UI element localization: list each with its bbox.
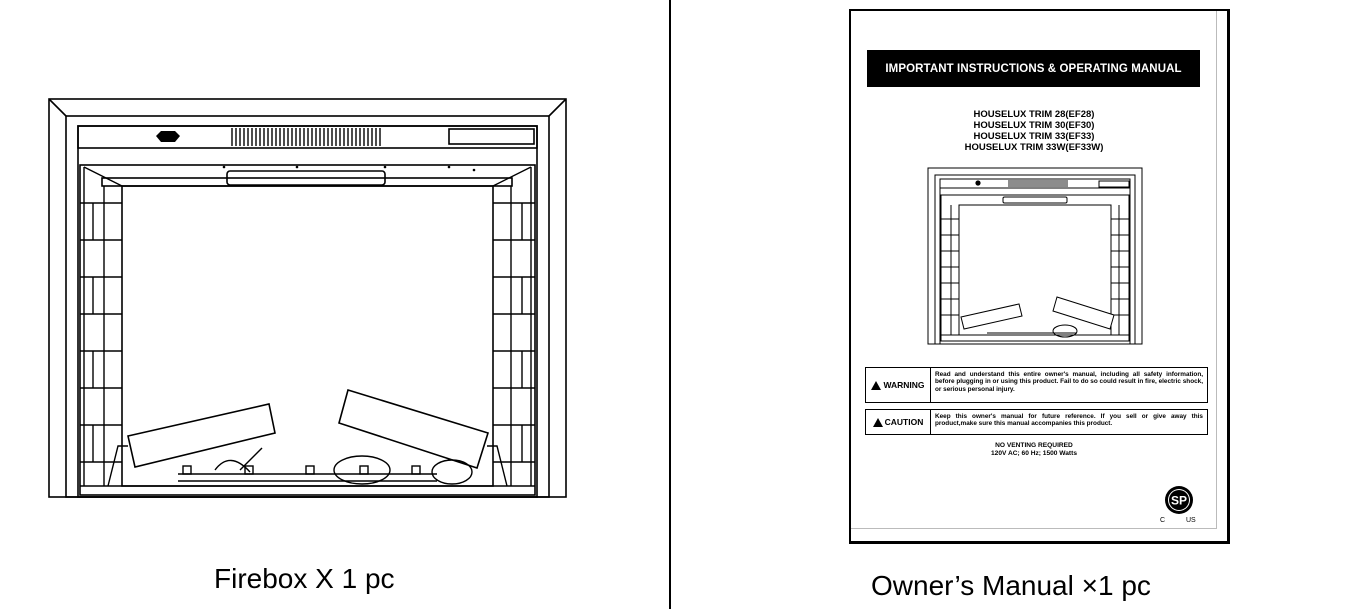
caution-triangle-icon (872, 417, 883, 427)
warning-text: Read and understand this entire owner's … (935, 371, 1203, 393)
model-line: HOUSELUX TRIM 33W(EF33W) (964, 142, 1104, 153)
csa-c-label: C (1160, 517, 1165, 524)
warning-label: WARNING (883, 380, 925, 390)
warning-box: WARNING Read and understand this entire … (865, 367, 1208, 403)
panel-divider (669, 0, 671, 609)
venting-line: NO VENTING REQUIRED (995, 442, 1073, 449)
csa-us-label: US (1186, 517, 1196, 524)
model-line: HOUSELUX TRIM 30(EF30) (973, 120, 1095, 131)
manual-page-shadow (851, 11, 1217, 529)
model-line: HOUSELUX TRIM 33(EF33) (973, 131, 1095, 142)
warning-tag: WARNING (866, 368, 931, 402)
firebox-caption: Firebox X 1 pc (214, 563, 395, 594)
manual-panel: IMPORTANT INSTRUCTIONS & OPERATING MANUA… (671, 0, 1357, 609)
csa-letters: SP (1171, 494, 1187, 508)
caution-text: Keep this owner's manual for future refe… (935, 413, 1203, 428)
caution-label: CAUTION (884, 417, 924, 427)
csa-cert-mark-icon: SP C US (1160, 486, 1196, 524)
manual-fireplace-drawing (927, 167, 1143, 345)
caution-tag: CAUTION (866, 410, 931, 434)
manual-model-list: HOUSELUX TRIM 28(EF28) HOUSELUX TRIM 30(… (851, 109, 1217, 153)
manual-caption: Owner’s Manual ×1 pc (871, 570, 1151, 601)
power-line: 120V AC; 60 Hz; 1500 Watts (991, 450, 1077, 457)
firebox-panel: Firebox X 1 pc (0, 0, 669, 609)
caution-box: CAUTION Keep this owner's manual for fut… (865, 409, 1208, 435)
firebox-drawing (48, 98, 567, 498)
venting-info: NO VENTING REQUIRED 120V AC; 60 Hz; 1500… (851, 442, 1217, 458)
model-line: HOUSELUX TRIM 28(EF28) (973, 109, 1095, 120)
manual-cover: IMPORTANT INSTRUCTIONS & OPERATING MANUA… (849, 9, 1230, 544)
warning-triangle-icon (871, 380, 882, 390)
manual-header: IMPORTANT INSTRUCTIONS & OPERATING MANUA… (867, 50, 1200, 87)
